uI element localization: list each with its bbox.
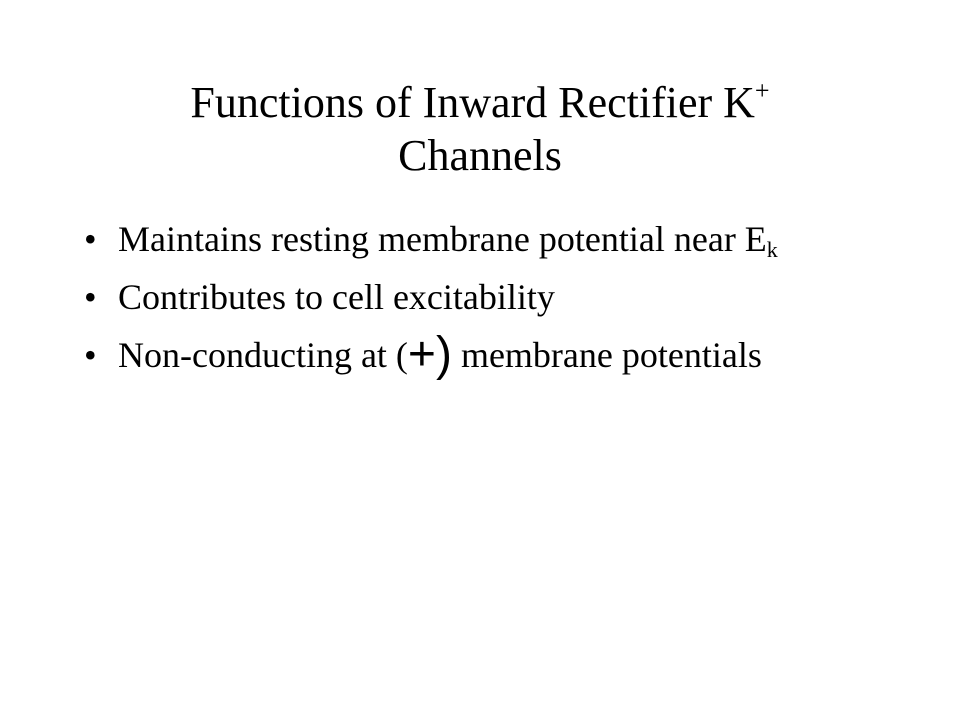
bullet-item: • Maintains resting membrane potential n…: [84, 218, 904, 261]
bullet-dot-icon: •: [84, 277, 97, 317]
bullet-dot-icon: •: [84, 335, 97, 375]
bullet-text-before: Non-conducting at (: [118, 335, 408, 375]
bullet-text-after: membrane potentials: [451, 335, 762, 375]
bullet-dot-icon: •: [84, 219, 97, 259]
bullet-sign: +): [407, 328, 452, 381]
title-main: Functions of Inward Rectifier K: [190, 78, 755, 127]
bullet-text: Maintains resting membrane potential nea…: [118, 219, 767, 259]
bullet-text: Contributes to cell excitability: [118, 277, 555, 317]
bullet-item: • Non-conducting at (+) membrane potenti…: [84, 331, 904, 379]
bullet-subscript: k: [766, 237, 778, 262]
bullet-list: • Maintains resting membrane potential n…: [84, 218, 904, 379]
title-line2: Channels: [398, 131, 562, 180]
bullet-item: • Contributes to cell excitability: [84, 276, 904, 319]
title-superscript: +: [754, 76, 770, 105]
slide-title: Functions of Inward Rectifier K+ Channel…: [80, 76, 880, 182]
